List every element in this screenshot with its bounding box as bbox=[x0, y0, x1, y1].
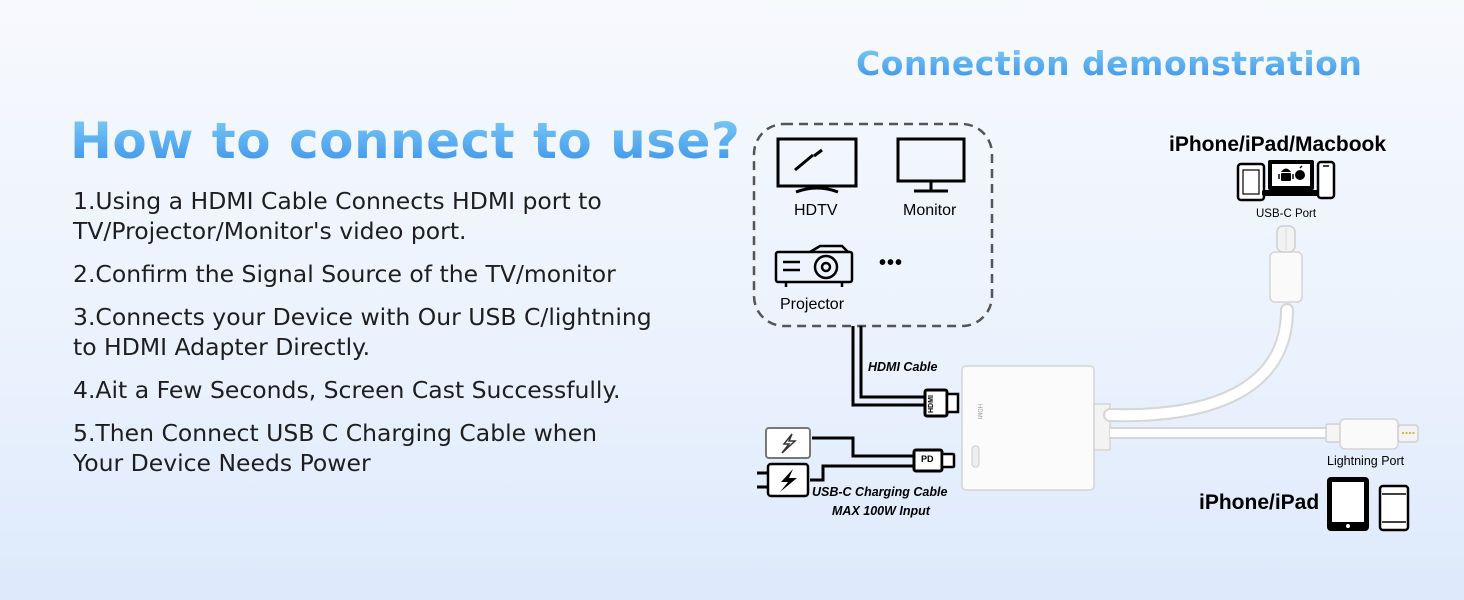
lightning-port-label: Lightning Port bbox=[1327, 454, 1405, 468]
hdmi-plug-icon bbox=[923, 388, 960, 418]
usb-c-connector bbox=[1269, 225, 1303, 303]
adapter-hdmi-port-text: HDMI bbox=[976, 404, 982, 420]
more-devices-ellipsis: ••• bbox=[879, 252, 904, 274]
usb-c-plug-icon bbox=[912, 448, 956, 473]
lightning-connector bbox=[1325, 418, 1419, 450]
top-device-title: iPhone/iPad/Macbook bbox=[1169, 133, 1387, 156]
bottom-device-title: iPhone/iPad bbox=[1199, 491, 1320, 514]
monitor-icon bbox=[896, 137, 966, 193]
charging-cable-label: USB-C Charging Cable bbox=[812, 485, 948, 499]
apple-devices-icon bbox=[1236, 160, 1336, 202]
adapter-body bbox=[961, 365, 1111, 491]
steps-list: 1.Using a HDMI Cable Connects HDMI port … bbox=[73, 186, 693, 491]
usb-c-port-label: USB-C Port bbox=[1256, 208, 1317, 220]
projector-icon bbox=[774, 244, 854, 287]
diagram-title: Connection demonstration bbox=[856, 44, 1363, 83]
step-3: 3.Connects your Device with Our USB C/li… bbox=[73, 303, 652, 361]
charging-input-label: MAX 100W Input bbox=[832, 504, 930, 518]
projector-label: Projector bbox=[780, 296, 845, 313]
hdtv-label: HDTV bbox=[794, 202, 838, 219]
step-4: 4.Ait a Few Seconds, Screen Cast Success… bbox=[73, 376, 621, 404]
display-group-box bbox=[752, 122, 994, 328]
power-bank-icon bbox=[765, 427, 811, 459]
pd-label: PD bbox=[921, 454, 934, 464]
wall-charger-icon bbox=[757, 462, 810, 498]
android-icon bbox=[1278, 168, 1294, 181]
step-2: 2.Confirm the Signal Source of the TV/mo… bbox=[73, 260, 616, 288]
step-5: 5.Then Connect USB C Charging Cable when… bbox=[73, 419, 598, 477]
apple-logo-icon bbox=[1295, 165, 1305, 180]
hdmi-cable-label: HDMI Cable bbox=[868, 360, 938, 374]
hdtv-icon bbox=[776, 137, 858, 194]
iphone-ipad-icon bbox=[1327, 477, 1410, 532]
monitor-label: Monitor bbox=[903, 202, 957, 219]
main-title: How to connect to use? bbox=[70, 112, 741, 170]
step-1: 1.Using a HDMI Cable Connects HDMI port … bbox=[73, 187, 602, 245]
hdmi-plug-text: HDMI bbox=[928, 395, 935, 413]
